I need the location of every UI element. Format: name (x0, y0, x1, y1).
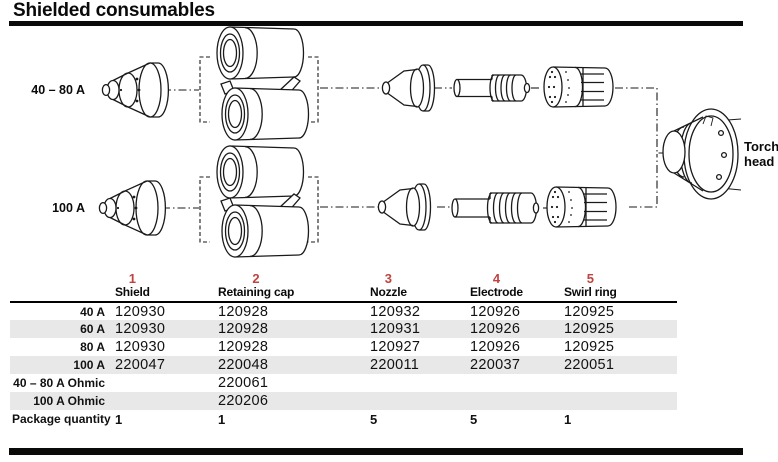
table-row-40a: 40 A 120930 120928 120932 120926 120925 (10, 302, 677, 320)
part-number-cell: 120927 (370, 339, 421, 356)
electrode-drawing (451, 192, 540, 224)
package-quantity-cell: 1 (115, 411, 123, 427)
part-number-cell: 220037 (470, 357, 521, 374)
part-number-cell (115, 392, 218, 410)
col-header-shield: 1 Shield (115, 270, 218, 304)
table-row-100a-ohmic: 100 A Ohmic 220206 (10, 392, 677, 411)
nozzle-drawing (381, 64, 436, 112)
package-quantity-cell: 5 (470, 411, 478, 427)
package-quantity-cell: 1 (218, 411, 226, 427)
row-label: 100 A Ohmic (33, 394, 105, 409)
consumables-diagram: 40 – 80 A 100 A (31, 26, 778, 268)
part-number-cell: 120928 (218, 339, 269, 356)
row-label: Package quantity (12, 412, 111, 427)
part-number-cell (370, 392, 470, 410)
torch-head-drawing (662, 108, 742, 200)
package-quantity-cell: 1 (564, 411, 572, 427)
part-number-cell: 220011 (370, 357, 420, 374)
part-number-cell: 120925 (564, 321, 615, 338)
part-number-cell (564, 374, 677, 392)
part-number-cell (115, 374, 218, 392)
part-number-cell: 220047 (115, 357, 166, 374)
table-row-80a: 80 A 120930 120928 120927 120926 120925 (10, 338, 677, 356)
torch-head-label: head (744, 154, 774, 169)
col-header-electrode: 4 Electrode (470, 270, 564, 304)
retaining-cap-drawing (221, 194, 309, 257)
part-number-cell: 120931 (370, 321, 421, 338)
retaining-cap-drawing (216, 145, 305, 199)
amperage-label-40-80: 40 – 80 A (31, 83, 85, 97)
amperage-label-100: 100 A (52, 201, 85, 215)
col-number-2: 2 (252, 271, 260, 286)
table-row-40-80a-ohmic: 40 – 80 A Ohmic 220061 (10, 374, 677, 392)
title-rule (9, 21, 743, 26)
package-quantity-cell: 5 (370, 411, 378, 427)
col-label-swirl-ring: Swirl ring (564, 285, 617, 300)
col-label-retaining-cap: Retaining cap (218, 285, 295, 300)
part-number-cell: 120925 (564, 339, 615, 356)
part-number-cell (564, 392, 677, 410)
table-row-60a: 60 A 120930 120928 120931 120926 120925 (10, 320, 677, 339)
part-number-cell: 120928 (218, 321, 269, 338)
part-number-cell (370, 374, 470, 392)
row-label: 40 A (80, 304, 105, 319)
part-number-cell: 120932 (370, 303, 421, 320)
col-header-nozzle: 3 Nozzle (370, 270, 470, 304)
part-number-cell: 120926 (470, 339, 521, 356)
row-label: 40 – 80 A Ohmic (13, 376, 105, 391)
part-number-cell (470, 374, 564, 392)
part-number-cell: 220061 (218, 375, 269, 392)
col-number-4: 4 (492, 271, 501, 286)
col-number-3: 3 (384, 271, 393, 286)
col-number-5: 5 (586, 271, 594, 286)
retaining-cap-drawing (221, 77, 309, 140)
part-number-cell: 220206 (218, 393, 269, 410)
part-number-cell: 120930 (115, 339, 166, 356)
part-number-cell: 120925 (564, 303, 615, 320)
shield-drawing (101, 62, 170, 118)
page-title: Shielded consumables (13, 0, 215, 21)
part-number-cell: 120928 (218, 303, 269, 320)
nozzle-drawing (377, 183, 432, 231)
part-number-cell: 120926 (470, 321, 521, 338)
part-number-cell: 120926 (470, 303, 521, 320)
row-label: 100 A (73, 358, 105, 373)
col-label-shield: Shield (115, 285, 150, 300)
part-number-cell: 120930 (115, 303, 166, 320)
table-row-package-quantity: Package quantity 1 1 5 5 1 (10, 410, 677, 428)
swirl-ring-drawing (543, 66, 614, 108)
row-label: 60 A (80, 322, 105, 337)
col-number-1: 1 (128, 271, 137, 286)
col-header-retaining-cap: 2 Retaining cap (218, 270, 370, 304)
retaining-cap-drawing (216, 26, 305, 80)
col-label-electrode: Electrode (470, 285, 523, 300)
page-bottom-rule (9, 448, 743, 455)
col-header-swirl-ring: 5 Swirl ring (564, 270, 677, 304)
swirl-ring-drawing (546, 186, 617, 228)
part-number-cell: 220048 (218, 357, 269, 374)
part-number-cell (470, 392, 564, 410)
torch-head-label: Torch (744, 139, 778, 154)
electrode-drawing (453, 74, 531, 102)
part-number-cell: 220051 (564, 357, 615, 374)
parts-table: 1 Shield 2 Retaining cap 3 Nozzle (10, 270, 677, 428)
parts-table-wrap: 1 Shield 2 Retaining cap 3 Nozzle (10, 270, 677, 428)
table-row-100a: 100 A 220047 220048 220011 220037 220051 (10, 356, 677, 375)
part-number-cell: 120930 (115, 321, 166, 338)
row-label: 80 A (80, 340, 105, 355)
col-label-nozzle: Nozzle (370, 285, 407, 300)
row-label-column-header (10, 270, 115, 304)
shield-drawing (98, 180, 167, 236)
